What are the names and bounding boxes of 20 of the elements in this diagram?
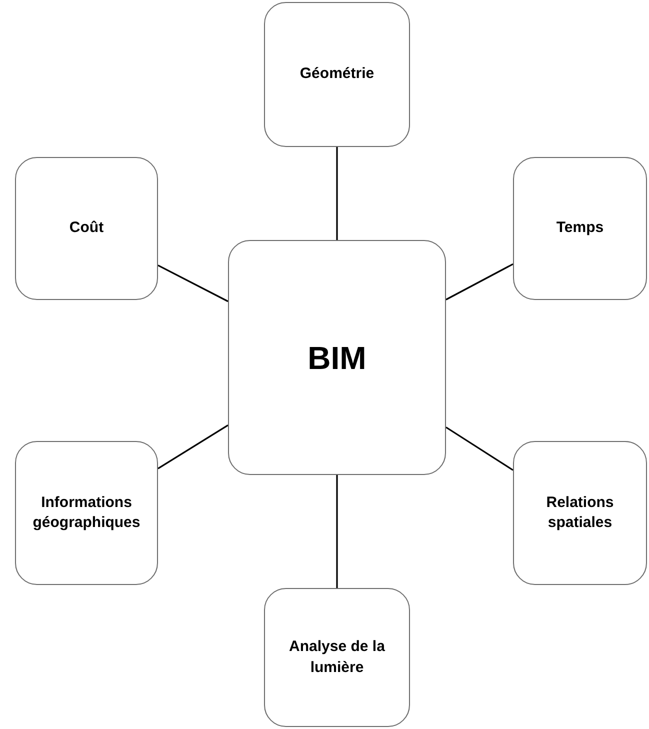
topic-box — [264, 2, 410, 147]
connector-line — [336, 147, 338, 240]
topic-box — [513, 157, 647, 300]
connector-line — [446, 263, 514, 300]
topic-box — [513, 441, 647, 585]
central-box — [228, 240, 446, 475]
connector-line — [336, 475, 338, 588]
node-label: Informations géographiques — [32, 492, 142, 533]
node-label: BIM — [308, 338, 366, 378]
topic-box — [15, 157, 158, 300]
connector-line — [158, 424, 228, 470]
node-label: Relations spatiales — [545, 492, 615, 533]
node-label: Temps — [556, 218, 604, 238]
node-label: Analyse de la lumière — [288, 637, 386, 678]
connector-line — [446, 426, 514, 471]
connector-line — [158, 264, 228, 302]
node-label: Géométrie — [300, 64, 374, 84]
topic-box — [15, 441, 158, 585]
topic-box — [264, 588, 410, 727]
node-label: Coût — [69, 218, 104, 238]
